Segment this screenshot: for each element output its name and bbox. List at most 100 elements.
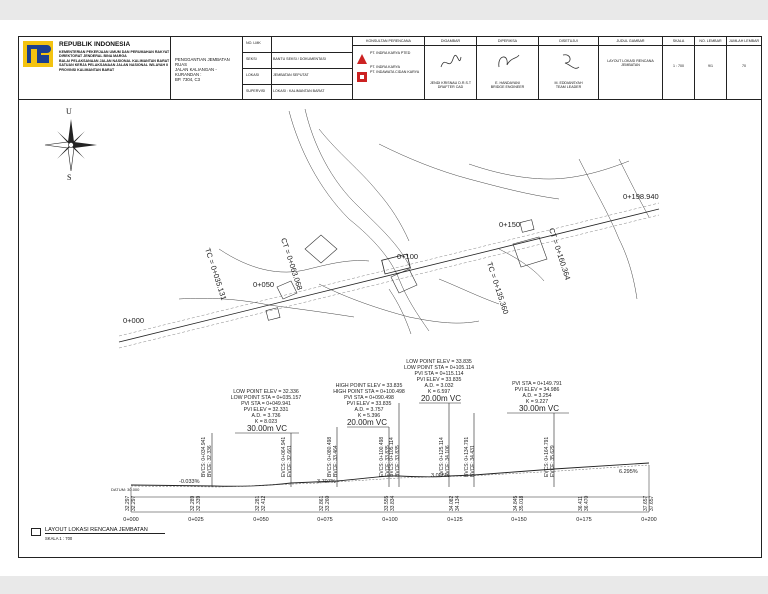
curve-info: LOW POINT STA = 0+105.114: [404, 365, 474, 371]
info-cell: NO. LMK SEKSI BANTU SEKSI / DOKUMENTASI L…: [243, 37, 353, 99]
ministry-lines: KEMENTERIAN PEKERJAAN UMUM DAN PERUMAHAN…: [59, 50, 169, 72]
vc-label: 20.00m VC: [421, 394, 461, 403]
elevation-value: 34.082: [449, 495, 455, 511]
signature-icon: [439, 53, 463, 78]
drawn-name: JENDI KRISNAU D.R.S.T: [429, 81, 472, 85]
info-label: NO. LMK: [246, 41, 261, 45]
vc-label: 20.00m VC: [347, 418, 387, 427]
vertical-curve-label: BVCS: 0+105.114: [389, 437, 395, 477]
chainage-label: 0+200: [641, 517, 656, 523]
curve-info: PVI STA = 0+115.114: [414, 371, 463, 377]
road-alignment: [118, 202, 660, 349]
chainage-label: 0+025: [188, 517, 203, 523]
drawn-title: DIGAMBAR: [425, 38, 476, 46]
info-value: BANTU SEKSI / DOKUMENTASI: [273, 57, 326, 61]
info-row: NO. LMK: [243, 37, 353, 53]
scale-label: SKALA: [663, 38, 694, 46]
info-label: LOKASI: [246, 73, 259, 77]
ministry-line: PROVINSI KALIMANTAN BARAT: [59, 67, 115, 72]
plan-curve-label: CT = 0+160.364: [547, 227, 572, 281]
curve-info: PVI STA = 0+090.498: [344, 395, 394, 401]
checked-name: E. HANDAYANI: [495, 81, 520, 85]
sheet-total-value: 70: [742, 64, 746, 68]
elevation-value: 33.834: [390, 495, 396, 511]
chainage-label: 0+000: [123, 517, 138, 523]
grade-label: 6.295%: [619, 469, 638, 475]
curve-info: K = 5.396: [358, 413, 380, 419]
consultant-line: PT. INDRA KARYA: [370, 65, 401, 70]
elevation-value: 32.289: [190, 495, 196, 511]
curve-info: K = 9.227: [526, 399, 548, 405]
agency-cell: REPUBLIK INDONESIA KEMENTERIAN PEKERJAAN…: [19, 37, 171, 99]
elevation-value: 34.845: [513, 495, 519, 511]
elevation-value: 32.297: [125, 495, 131, 511]
curve-info: K = 8.023: [255, 419, 277, 425]
vertical-curve-label: EVCS: 0+125.114: [439, 437, 445, 477]
vertical-curve-label: EVCS: 0+164.791: [544, 437, 550, 477]
scale-cell: SKALA 1 : 700: [663, 37, 695, 99]
curve-info: PVI STA = 0+049.941: [241, 401, 291, 407]
ministry-line: KEMENTERIAN PEKERJAAN UMUM DAN PERUMAHAN…: [59, 50, 170, 54]
curve-info: LOW POINT STA = 0+035.157: [231, 395, 302, 401]
vertical-curve-label: EVCS: 0+100.498: [379, 437, 385, 477]
country-name: REPUBLIK INDONESIA: [59, 41, 131, 48]
info-label: SEKSI: [246, 57, 257, 61]
project-line: PENGGANTIAN JEMBATAN RUAS: [175, 57, 230, 67]
info-label: SUPERVISI: [246, 89, 266, 93]
elevation-value: 37.657: [649, 495, 655, 511]
vertical-curve-label: EVCE: 35.629: [550, 445, 556, 477]
info-row: SEKSI BANTU SEKSI / DOKUMENTASI: [243, 53, 353, 69]
elevation-value: 32.861: [319, 495, 325, 511]
curve-info: PVI ELEV = 34.986: [515, 387, 560, 393]
elevation-value: 32.281: [255, 495, 261, 511]
caption-scale: SKALA 1 : 700: [45, 536, 73, 541]
checked-title: DIPERIKSA: [477, 38, 538, 46]
compass-star-icon: [44, 119, 97, 172]
vertical-curve-label: EVCS: 0+064.941: [281, 437, 287, 477]
plan-curve-label: TC = 0+135.360: [485, 261, 510, 315]
approved-role: TEAM LEADER: [555, 85, 582, 90]
consultant-logo-icon: [357, 51, 367, 64]
approved-name: M. EDDIANSYAH: [554, 81, 583, 85]
elevation-value: 32.412: [261, 495, 267, 511]
curve-info: A.D. = 3.736: [252, 413, 281, 419]
consultant-title: KONSULTAN PERENCANA: [353, 38, 424, 46]
drawing-title-cell: JUDUL GAMBAR LAYOUT LOKASI RENCANA JEMBA…: [599, 37, 663, 99]
vertical-curve-label: EVCE: 32.661: [287, 445, 293, 477]
compass-south-label: S: [67, 173, 72, 182]
curve-info: A.D. = 3.032: [425, 383, 454, 389]
drawing-frame: REPUBLIK INDONESIA KEMENTERIAN PEKERJAAN…: [18, 36, 762, 558]
grade-label: -0.033%: [179, 479, 200, 485]
plan-station-label: 0+000: [123, 316, 144, 325]
approved-title: DISETUJUI: [539, 38, 598, 46]
vc-label: 30.00m VC: [247, 424, 287, 433]
signature-icon: [557, 51, 583, 78]
drawing-sheet: REPUBLIK INDONESIA KEMENTERIAN PEKERJAAN…: [0, 20, 768, 576]
plan-station-label: 0+198.940: [623, 192, 659, 201]
consultant-line: PT. INDAWATA CIDAN KARYA: [370, 69, 420, 74]
sheet-no-value: 9/1: [708, 64, 713, 68]
curve-info: LOW POINT ELEV = 32.336: [233, 389, 299, 395]
title-block: REPUBLIK INDONESIA KEMENTERIAN PEKERJAAN…: [19, 37, 761, 100]
elevation-value: 35.018: [519, 495, 525, 511]
plan-station-label: 0+150: [499, 220, 520, 229]
plan-station-label: 0+050: [253, 280, 274, 289]
curve-info: A.D. = 3.254: [523, 393, 552, 399]
grade-label: 3.707%: [317, 479, 336, 485]
checked-cell: DIPERIKSA E. HANDAYANI BRIDGE ENGINEER: [477, 37, 539, 99]
elevation-value: 37.657: [643, 495, 649, 511]
caption-marker-icon: [31, 528, 41, 536]
elevation-value: 33.260: [325, 495, 331, 511]
curve-info: HIGH POINT STA = 0+100.498: [333, 389, 405, 395]
sheet-total-cell: JUMLAH LEMBAR 70: [727, 37, 761, 99]
vertical-curve-label: BVCE: 32.336: [207, 445, 213, 477]
vertical-curve-label: BVCS: 0+134.791: [464, 437, 470, 477]
curve-info: PVI ELEV = 32.331: [244, 407, 289, 413]
elevation-value: 33.555: [384, 495, 390, 511]
ministry-logo: [23, 41, 53, 67]
plan-labels: 0+000 0+050 0+100 0+150 0+198.940 TC = 0…: [123, 192, 659, 325]
curve-info: A.D. = 3.757: [355, 407, 384, 413]
